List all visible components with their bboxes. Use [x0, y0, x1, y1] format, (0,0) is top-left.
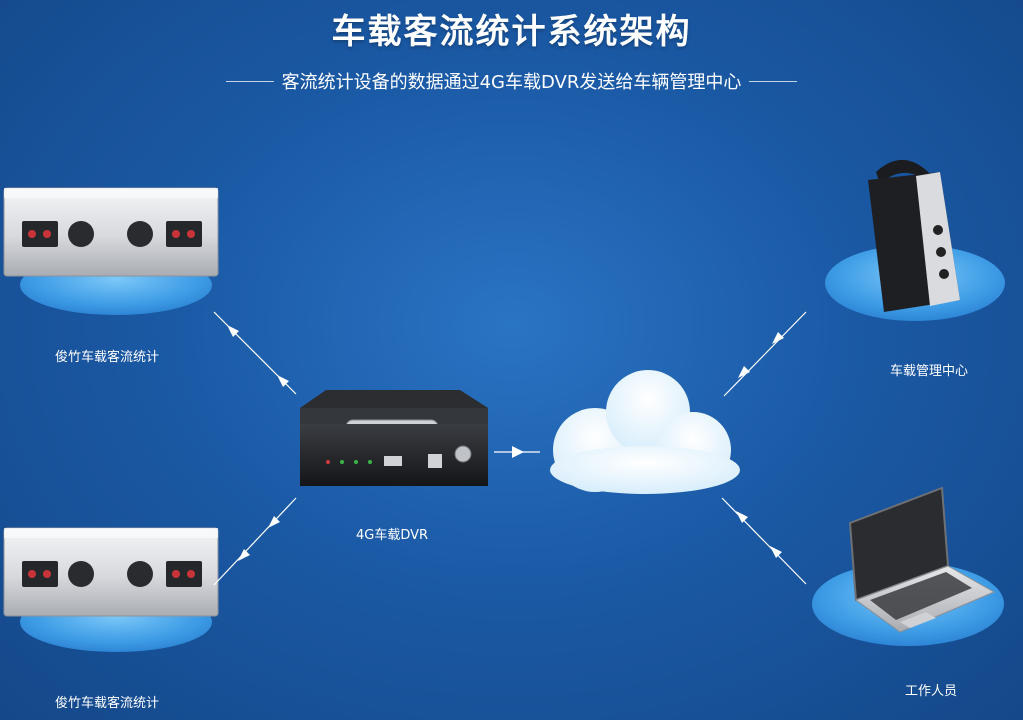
page-title: 车载客流统计系统架构: [331, 12, 692, 52]
dvr-device: [300, 390, 488, 486]
arrow-icon: [770, 546, 782, 558]
passenger-counter-bottom: [3, 527, 219, 652]
arrow-icon: [238, 549, 250, 561]
connector-cloud-to-management: [723, 311, 807, 397]
arrow-icon: [736, 511, 748, 523]
keyboard-icon: [870, 572, 972, 620]
lock-icon: [454, 445, 472, 463]
arrow-icon: [512, 446, 524, 458]
camera-lens-icon: [127, 221, 153, 247]
camera-lens-icon: [127, 561, 153, 587]
label-counter-bottom: 俊竹车载客流统计: [55, 696, 160, 711]
label-dvr: 4G车载DVR: [356, 528, 429, 543]
ir-sensor-icon: [22, 561, 58, 587]
connector-dvr-to-cloud: [494, 446, 540, 458]
subtitle-divider-left: [225, 80, 274, 82]
arrow-icon: [277, 375, 289, 387]
server-handle: [876, 159, 936, 188]
ethernet-port-icon: [428, 454, 442, 468]
label-management-center: 车载管理中心: [890, 364, 969, 379]
page-subtitle: 客流统计设备的数据通过4G车载DVR发送给车辆管理中心: [281, 72, 742, 93]
ir-sensor-icon: [166, 561, 202, 587]
connector-cloud-to-staff: [721, 497, 807, 585]
connector-counter-top-to-dvr: [213, 311, 297, 395]
connector-counter-bottom-to-dvr: [213, 497, 297, 586]
subtitle-divider-right: [749, 80, 798, 82]
label-counter-top: 俊竹车载客流统计: [55, 350, 160, 365]
passenger-counter-top: [3, 187, 219, 315]
management-center-server: [825, 159, 1005, 321]
label-staff: 工作人员: [905, 684, 958, 699]
arrow-icon: [772, 332, 784, 344]
ir-sensor-icon: [166, 221, 202, 247]
arrow-icon: [738, 366, 750, 378]
camera-lens-icon: [68, 221, 94, 247]
touchpad: [900, 612, 936, 628]
camera-lens-icon: [68, 561, 94, 587]
arrow-icon: [268, 516, 280, 528]
arrow-icon: [227, 325, 239, 337]
usb-port-icon: [384, 456, 402, 466]
cloud-icon: [550, 370, 740, 494]
subtitle-row: 客流统计设备的数据通过4G车载DVR发送给车辆管理中心: [0, 68, 1023, 94]
staff-laptop: [812, 486, 1004, 646]
ir-sensor-icon: [22, 221, 58, 247]
